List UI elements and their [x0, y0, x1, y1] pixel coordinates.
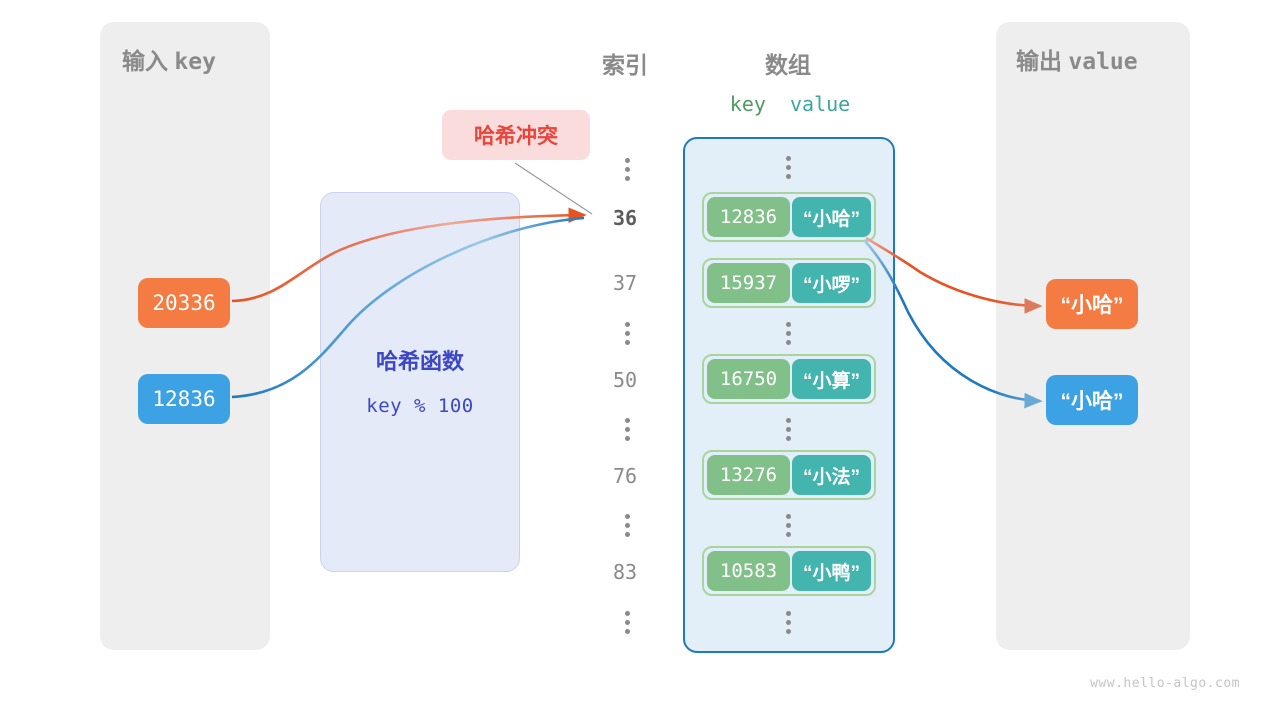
index-label-36: 36	[612, 206, 638, 230]
index-ellipsis-3	[620, 514, 634, 537]
bucket-row[interactable]: 12836 “小哈”	[702, 192, 876, 242]
bucket-value: “小啰”	[791, 263, 871, 303]
bucket-key: 13276	[707, 455, 790, 495]
bucket-row[interactable]: 16750 “小算”	[702, 354, 876, 404]
input-key-chip[interactable]: 20336	[138, 278, 230, 328]
input-panel-title-code: key	[174, 49, 216, 75]
bucket-row[interactable]: 10583 “小鸭”	[702, 546, 876, 596]
array-ellipsis-2	[781, 418, 795, 441]
hash-function-title: 哈希函数	[375, 349, 464, 374]
watermark: www.hello-algo.com	[1090, 676, 1240, 691]
index-ellipsis-2	[620, 418, 634, 441]
index-ellipsis-0	[620, 158, 634, 181]
bucket-key: 15937	[707, 263, 790, 303]
bucket-key: 10583	[707, 551, 790, 591]
index-ellipsis-1	[620, 322, 634, 345]
output-value-chip[interactable]: “小哈”	[1046, 375, 1138, 425]
input-panel-title-cn: 输入	[122, 48, 168, 74]
output-value-chip[interactable]: “小哈”	[1046, 279, 1138, 329]
bucket-value: “小鸭”	[791, 551, 871, 591]
index-label-83: 83	[612, 560, 638, 584]
hash-function-formula: key % 100	[366, 395, 474, 417]
bucket-value: “小哈”	[791, 197, 871, 237]
array-ellipsis-3	[781, 514, 795, 537]
input-key-chip[interactable]: 12836	[138, 374, 230, 424]
index-label-37: 37	[612, 271, 638, 295]
input-panel-title: 输入 key	[122, 42, 216, 76]
bucket-row[interactable]: 13276 “小法”	[702, 450, 876, 500]
index-label-50: 50	[612, 368, 638, 392]
bucket-value: “小算”	[791, 359, 871, 399]
key-column-label: key	[729, 92, 766, 116]
output-panel-title-code: value	[1068, 49, 1138, 75]
bucket-key: 12836	[707, 197, 790, 237]
index-column-heading: 索引	[602, 52, 648, 78]
input-panel	[100, 22, 270, 650]
array-heading: 数组	[765, 52, 811, 78]
bucket-key: 16750	[707, 359, 790, 399]
key-value-column-heading: key value	[690, 92, 890, 116]
collision-badge: 哈希冲突	[442, 110, 590, 160]
value-column-label: value	[790, 92, 851, 116]
array-ellipsis-1	[781, 322, 795, 345]
index-label-76: 76	[612, 464, 638, 488]
array-ellipsis-0	[781, 156, 795, 179]
output-panel	[996, 22, 1190, 650]
index-ellipsis-4	[620, 611, 634, 634]
array-ellipsis-4	[781, 611, 795, 634]
output-panel-title: 输出 value	[1016, 42, 1138, 76]
output-panel-title-cn: 输出	[1016, 48, 1062, 74]
bucket-row[interactable]: 15937 “小啰”	[702, 258, 876, 308]
hash-function-box	[320, 192, 520, 572]
bucket-value: “小法”	[791, 455, 871, 495]
